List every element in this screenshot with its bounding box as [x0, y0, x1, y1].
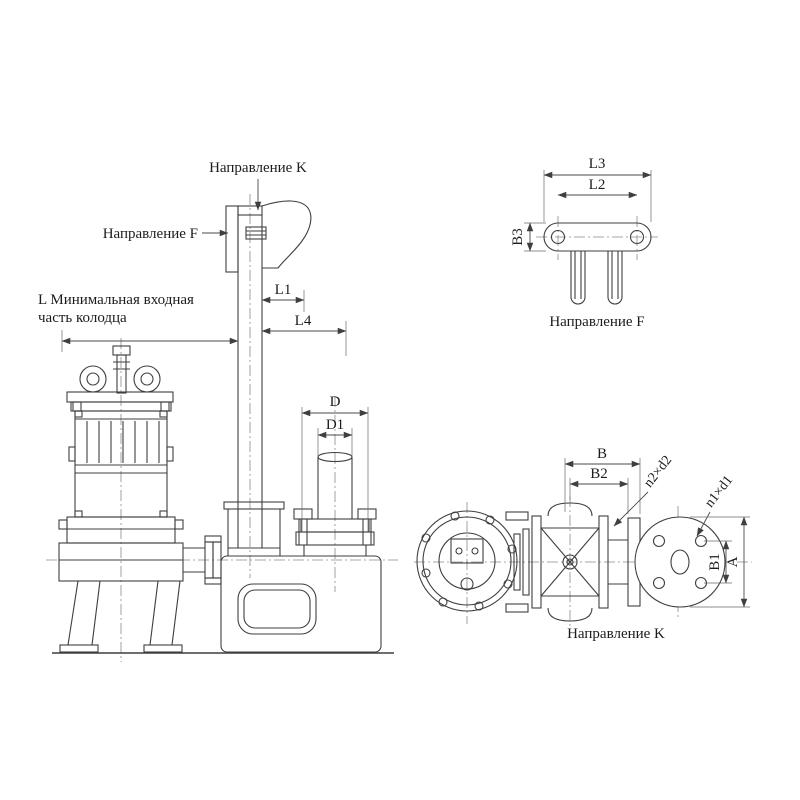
- dim-b2-label: B2: [590, 466, 608, 482]
- dim-l2-label: L2: [589, 177, 606, 193]
- dim-b1-label: B1: [707, 553, 723, 571]
- direction-k-label: Направление K: [209, 160, 307, 176]
- dim-l3-label: L3: [589, 156, 606, 172]
- view-direction-f: L3 L2 B3 Направление F: [510, 156, 658, 330]
- dim-n2d2-label: n2×d2: [641, 453, 675, 491]
- valve-assembly: [505, 502, 628, 622]
- view-direction-k: B B2 n2×d2 n1×d1 B1 A Напра: [414, 446, 752, 642]
- view-f-dimensions: L3 L2 B3: [510, 156, 652, 252]
- main-pump-view: Направление K Направление F L Минимальна…: [38, 160, 398, 662]
- dim-b-label: B: [597, 446, 607, 462]
- dim-d1-label: D1: [326, 417, 344, 433]
- elbow-base: [220, 501, 382, 653]
- pump-face-view-k: [416, 510, 518, 612]
- view-k-caption: Направление K: [567, 626, 665, 642]
- dim-a-label: A: [725, 556, 741, 567]
- guide-pipe-and-bracket: [225, 200, 312, 548]
- main-dimensions: L Минимальная входная часть колодца L1 L…: [38, 282, 369, 532]
- riser-pipe: [293, 451, 377, 546]
- guide-bracket-view-f: [543, 222, 652, 305]
- dim-b3-label: B3: [510, 228, 526, 246]
- dim-d-label: D: [330, 394, 341, 410]
- dim-l1-label: L1: [275, 282, 292, 298]
- dim-n1d1-label: n1×d1: [702, 473, 736, 511]
- direction-labels: Направление K Направление F: [103, 160, 307, 242]
- min-inlet-label-line1: L Минимальная входная: [38, 292, 194, 308]
- pump-body: [58, 345, 222, 653]
- min-inlet-label-line2: часть колодца: [38, 310, 127, 326]
- view-f-caption: Направление F: [549, 314, 644, 330]
- direction-f-label: Направление F: [103, 226, 198, 242]
- dim-l4-label: L4: [295, 313, 312, 329]
